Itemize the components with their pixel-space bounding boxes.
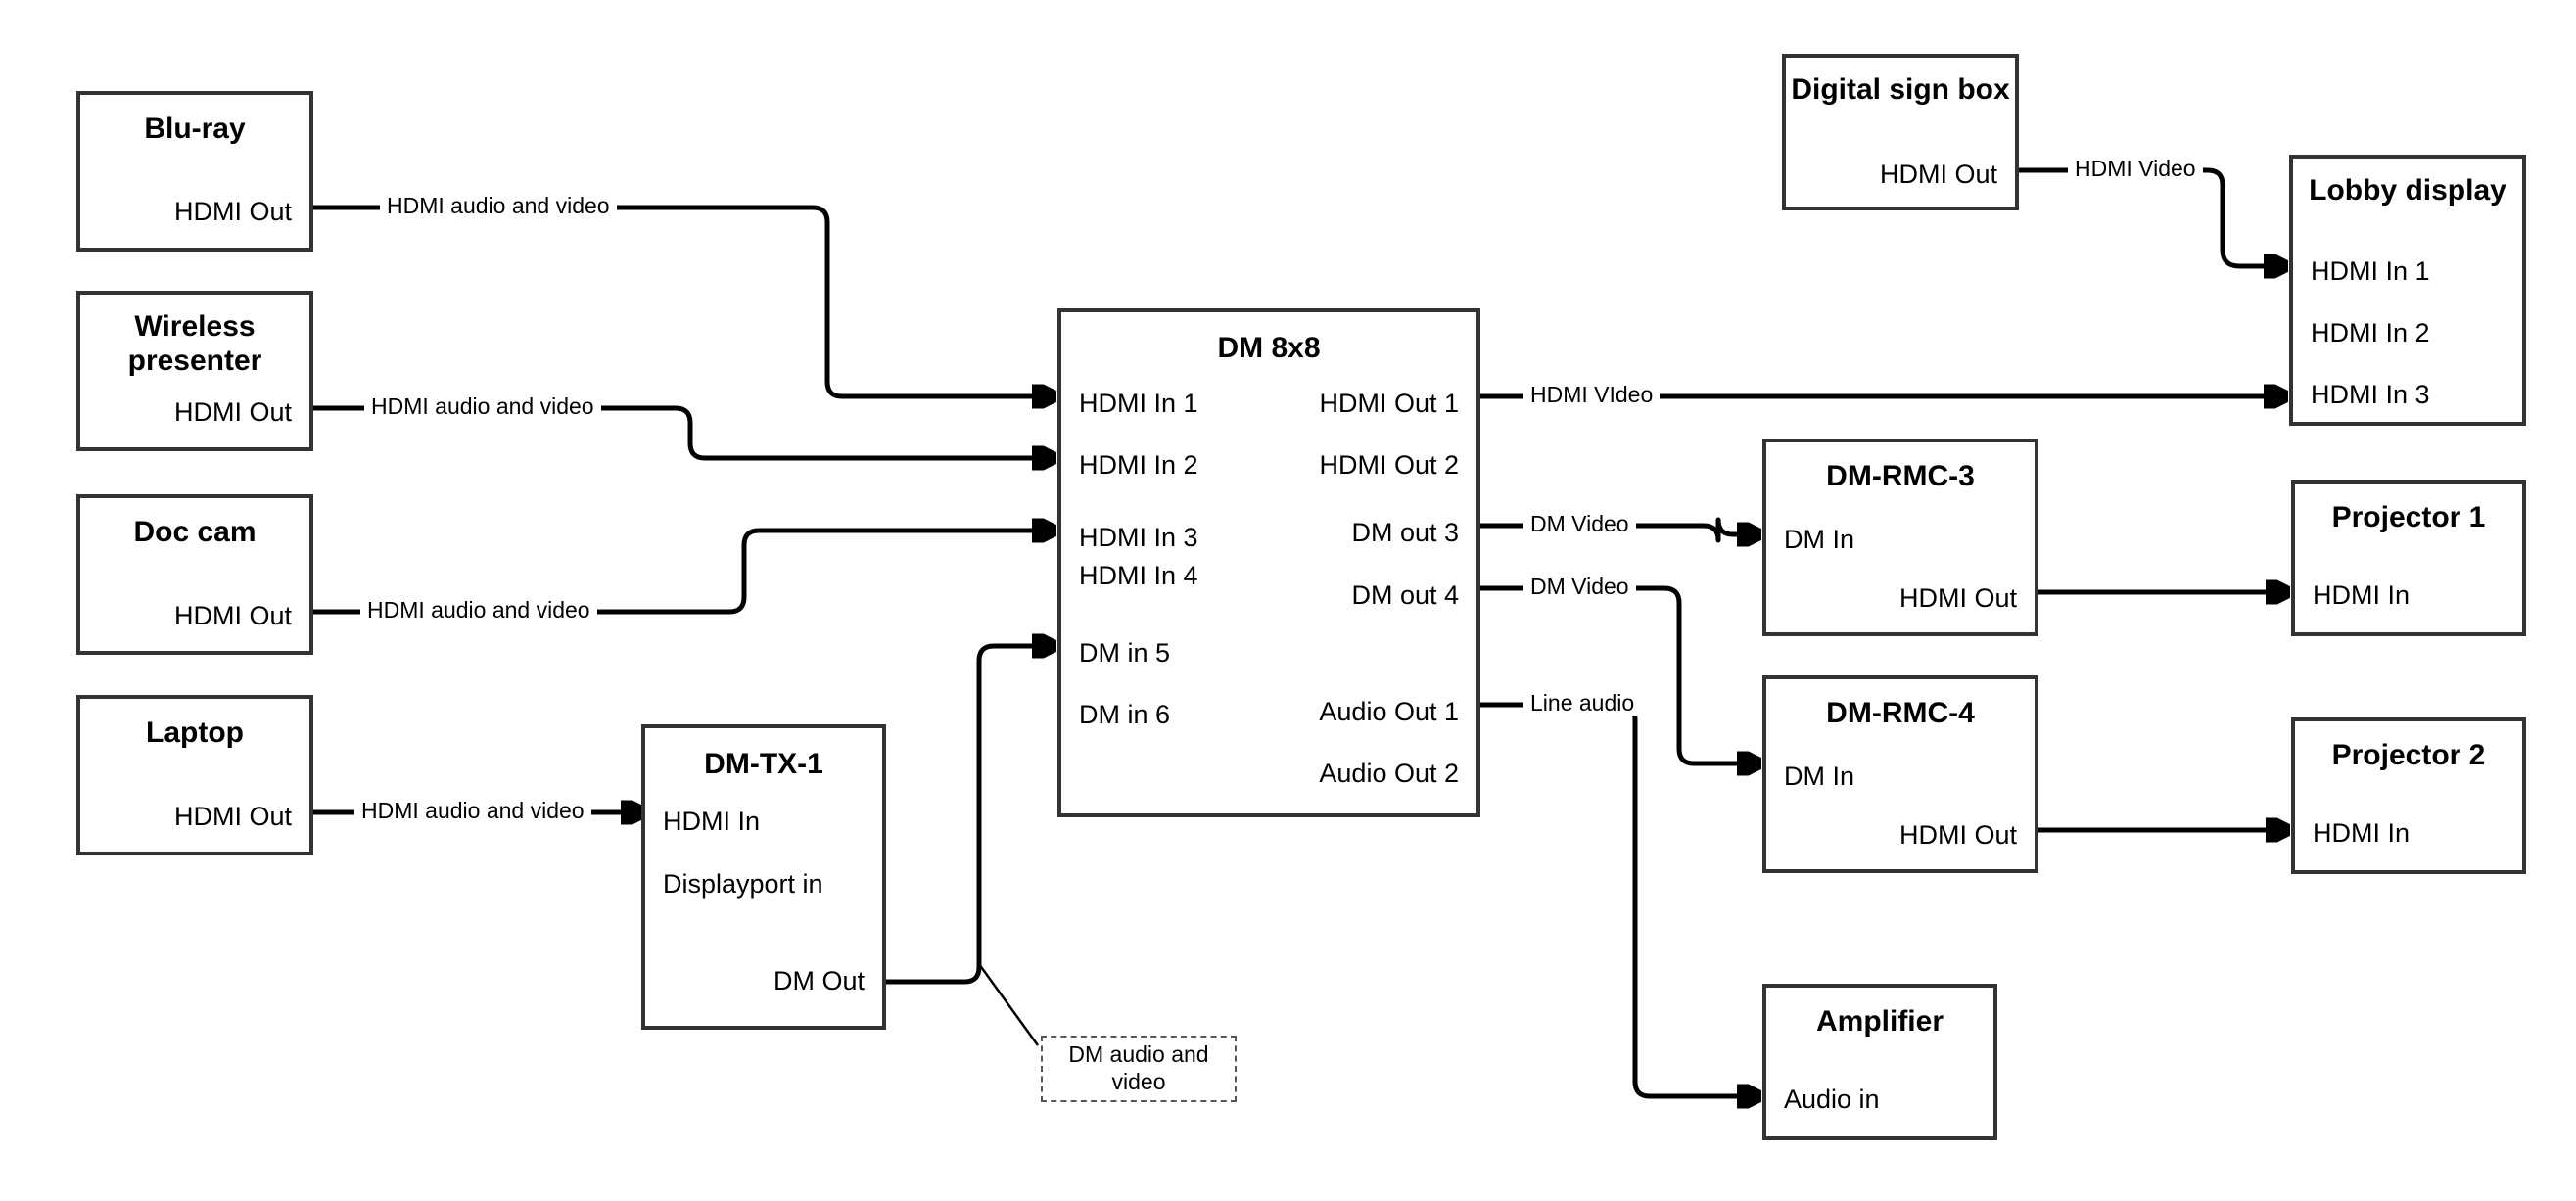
node-dm-rmc-3-title: DM-RMC-3 [1826, 460, 1975, 492]
node-amplifier-title: Amplifier [1815, 1005, 1944, 1038]
node-bluray-title: Blu-ray [144, 113, 246, 145]
node-dm-8x8-input-dm-in-5: DM in 5 [1079, 638, 1171, 668]
node-dm-8x8-output-audio-out-2: Audio Out 2 [1319, 759, 1459, 788]
node-bluray[interactable]: Blu-ray HDMI Out [76, 91, 313, 252]
node-dm-rmc-4-port-dm-in: DM In [1784, 762, 1855, 791]
edge-label-laptop-to-dmtx1: HDMI audio and video [354, 798, 591, 824]
node-digital-sign-box-title: Digital sign box [1791, 73, 2010, 106]
node-dm-rmc-3-port-hdmi-out: HDMI Out [1898, 583, 2017, 613]
node-wireless-presenter-port-hdmi-out: HDMI Out [173, 397, 292, 427]
node-amplifier[interactable]: Amplifier Audio in [1762, 984, 1997, 1140]
node-dm-tx-1-port-dm-out: DM Out [773, 966, 865, 995]
note-dm-audio-and-video: DM audio and video [1041, 1036, 1237, 1102]
node-dm-8x8-output-dm-out-3: DM out 3 [1351, 518, 1459, 547]
node-dm-8x8-output-dm-out-4: DM out 4 [1351, 580, 1459, 610]
node-dm-tx-1-port-displayport-in: Displayport in [663, 869, 823, 899]
node-lobby-display-title: Lobby display [2309, 174, 2506, 207]
node-dm-rmc-4-title: DM-RMC-4 [1826, 697, 1975, 729]
node-laptop[interactable]: Laptop HDMI Out [76, 695, 313, 855]
edge-label-doccam-to-dm-in3: HDMI audio and video [360, 597, 597, 624]
node-dm-rmc-4-port-hdmi-out: HDMI Out [1898, 820, 2017, 850]
wire-dm-dmout4-to-rmc4 [1480, 585, 1757, 763]
node-dm-8x8-input-dm-in-6: DM in 6 [1079, 700, 1171, 729]
node-dm-8x8-input-hdmi-in-1: HDMI In 1 [1079, 389, 1198, 418]
node-bluray-port-hdmi-out: HDMI Out [173, 197, 292, 226]
node-dm-rmc-3-port-dm-in: DM In [1784, 525, 1855, 554]
node-projector-2[interactable]: Projector 2 HDMI In [2291, 717, 2526, 874]
node-dm-8x8[interactable]: DM 8x8 HDMI In 1 HDMI In 2 HDMI In 3 HDM… [1057, 308, 1480, 817]
node-lobby-display-input-hdmi-in-2: HDMI In 2 [2311, 318, 2430, 347]
node-digital-sign-box-port-hdmi-out: HDMI Out [1879, 160, 1997, 189]
node-projector-1-port-hdmi-in: HDMI In [2313, 580, 2411, 610]
node-projector-2-title: Projector 2 [2331, 739, 2486, 771]
wire-bluray-to-dm-in1 [313, 205, 1053, 396]
node-projector-1[interactable]: Projector 1 HDMI In [2291, 480, 2526, 636]
node-amplifier-port-audio-in: Audio in [1784, 1085, 1880, 1114]
edge-label-dm-dmout4-to-rmc4: DM Video [1523, 574, 1636, 600]
node-lobby-display[interactable]: Lobby display HDMI In 1 HDMI In 2 HDMI I… [2289, 155, 2526, 426]
node-dm-tx-1-title: DM-TX-1 [704, 748, 823, 780]
node-dm-8x8-title: DM 8x8 [1217, 332, 1321, 364]
node-dm-8x8-output-hdmi-out-2: HDMI Out 2 [1319, 450, 1459, 480]
node-wireless-presenter-title: Wireless presenter [127, 310, 262, 377]
wire-dmtx1-to-dm-in5 [886, 646, 1053, 985]
wire-dm-audioout1-to-amplifier [1480, 702, 1757, 1096]
node-dm-8x8-input-hdmi-in-3: HDMI In 3 [1079, 523, 1198, 552]
node-dm-8x8-input-hdmi-in-4: HDMI In 4 [1079, 561, 1198, 590]
node-doc-cam-port-hdmi-out: HDMI Out [173, 601, 292, 630]
node-doc-cam[interactable]: Doc cam HDMI Out [76, 494, 313, 655]
wire-note-leader [977, 963, 1040, 1046]
node-dm-tx-1[interactable]: DM-TX-1 HDMI In Displayport in DM Out [641, 724, 886, 1030]
node-dm-tx-1-port-hdmi-in: HDMI In [663, 807, 761, 836]
node-dm-rmc-3[interactable]: DM-RMC-3 DM In HDMI Out [1762, 439, 2038, 636]
node-projector-1-title: Projector 1 [2331, 501, 2486, 533]
node-lobby-display-input-hdmi-in-1: HDMI In 1 [2311, 256, 2430, 286]
node-projector-2-port-hdmi-in: HDMI In [2313, 818, 2411, 848]
node-dm-8x8-output-hdmi-out-1: HDMI Out 1 [1319, 389, 1459, 418]
node-laptop-title: Laptop [146, 716, 244, 749]
node-laptop-port-hdmi-out: HDMI Out [173, 802, 292, 831]
node-wireless-presenter[interactable]: Wireless presenter HDMI Out [76, 291, 313, 451]
node-digital-sign-box[interactable]: Digital sign box HDMI Out [1782, 54, 2019, 210]
edge-label-bluray-to-dm-in1: HDMI audio and video [380, 193, 617, 219]
wire-sign-to-lobby-in1 [2019, 167, 2284, 266]
node-dm-8x8-input-hdmi-in-2: HDMI In 2 [1079, 450, 1198, 480]
node-lobby-display-input-hdmi-in-3: HDMI In 3 [2311, 380, 2430, 409]
edge-label-sign-to-lobby-in1: HDMI Video [2068, 156, 2203, 182]
node-dm-8x8-output-audio-out-1: Audio Out 1 [1319, 697, 1459, 726]
node-doc-cam-title: Doc cam [133, 516, 257, 548]
edge-label-wireless-to-dm-in2: HDMI audio and video [364, 393, 601, 420]
node-dm-rmc-4[interactable]: DM-RMC-4 DM In HDMI Out [1762, 675, 2038, 873]
edge-label-dm-hdmiout1-to-lobby: HDMI VIdeo [1523, 382, 1661, 408]
edge-label-dm-dmout3-to-rmc3: DM Video [1523, 511, 1636, 537]
edge-label-dm-audioout1-to-amplifier: Line audio [1523, 690, 1642, 716]
